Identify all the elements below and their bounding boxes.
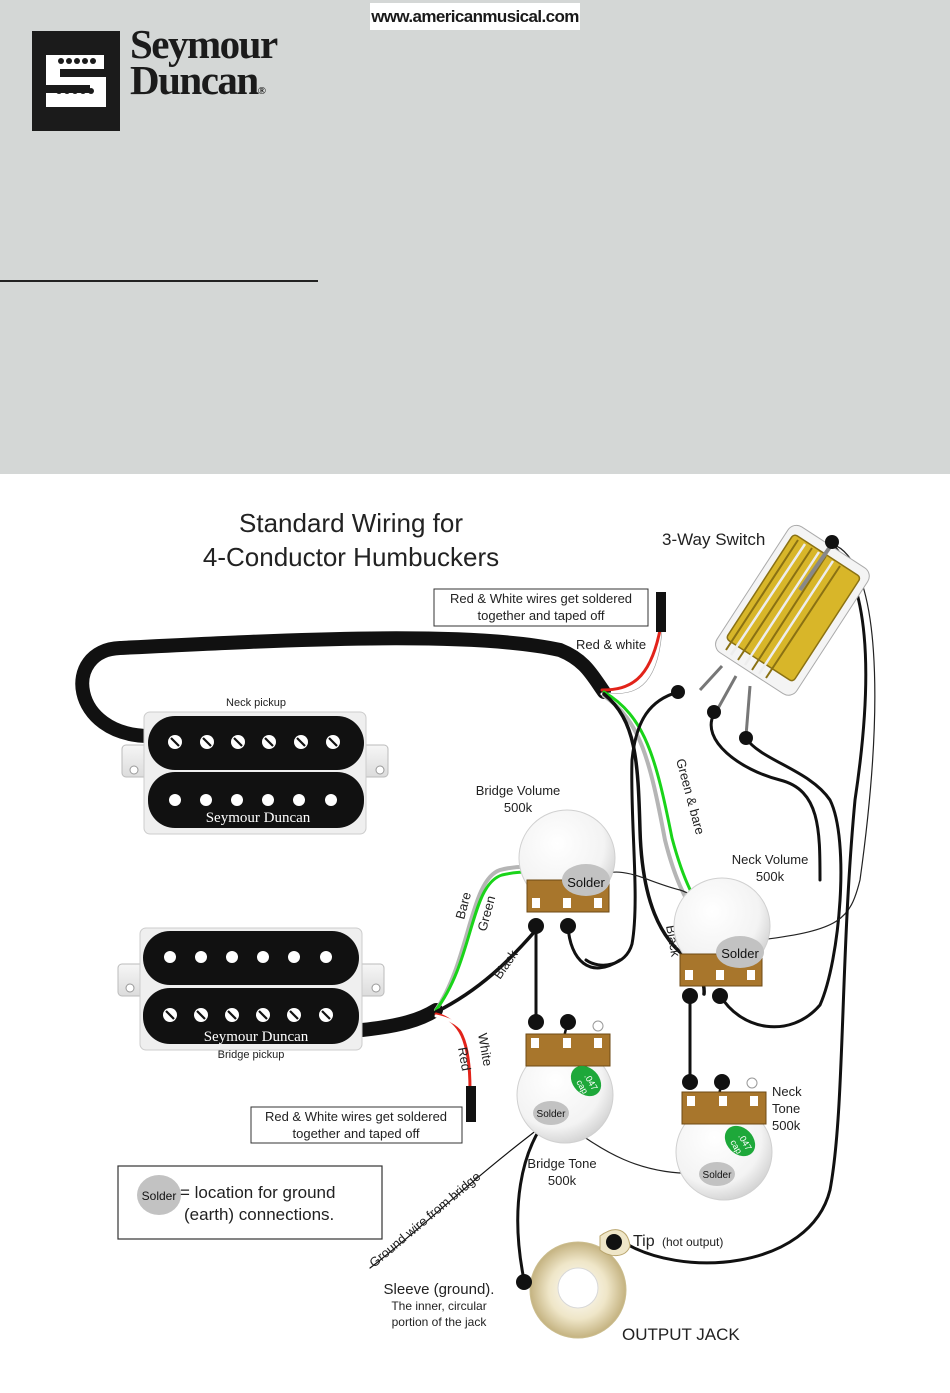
wire-label-bare: Bare — [452, 890, 474, 920]
brand-line2-text: Duncan — [130, 57, 259, 103]
registered-mark: ® — [257, 85, 266, 97]
neck-red-wire — [600, 628, 662, 692]
legend-solder-label: Solder — [142, 1189, 177, 1203]
switch-output-lug — [825, 535, 839, 549]
neck-pickup-cable — [75, 631, 611, 743]
ground-wire-label: Ground wire from bridge — [366, 1169, 483, 1271]
neck-volume-solder-label: Solder — [721, 946, 759, 961]
tape-bottom — [466, 1086, 476, 1122]
legend-line1: = location for ground — [180, 1183, 335, 1202]
neck-volume-solder — [716, 936, 764, 968]
bridge-pole-screws — [163, 951, 333, 1022]
diagram-title-line2: 4-Conductor Humbuckers — [203, 542, 499, 572]
brand-line2: Duncan® — [130, 60, 277, 109]
wire-label-red-white: Red & white — [576, 637, 646, 652]
tip-note: (hot output) — [662, 1235, 723, 1249]
neck-coil-bottom — [148, 772, 364, 828]
bridge-volume-name: Bridge Volume — [476, 783, 561, 798]
bridge-tone-name: Bridge Tone — [527, 1156, 596, 1171]
diagram-title-line1: Standard Wiring for — [239, 508, 463, 538]
neck-pickup: Seymour Duncan — [121, 711, 389, 835]
output-jack-label: OUTPUT JACK — [622, 1325, 740, 1344]
neck-tone-value: 500k — [772, 1118, 801, 1133]
note-bottom-line2: together and taped off — [293, 1126, 420, 1141]
switch-to-neck-volume-wire — [718, 736, 843, 1029]
wire-label-white: White — [475, 1032, 496, 1067]
note-top-line2: together and taped off — [478, 608, 605, 623]
header-divider — [0, 280, 318, 282]
wiring-diagram: Standard Wiring for 4-Conductor Humbucke… — [0, 474, 950, 1393]
bridge-pickup: Seymour Duncan — [117, 927, 385, 1051]
neck-tone-name2: Tone — [772, 1101, 800, 1116]
jack-sleeve-ring — [557, 1267, 599, 1309]
switch-lug-ground — [739, 731, 753, 745]
bridge-black-wire — [434, 928, 538, 1014]
brand-line1: Seymour — [130, 21, 278, 67]
neck-volume-value: 500k — [756, 869, 785, 884]
bridge-tone-capacitor — [570, 1065, 602, 1097]
wire-label-red: Red — [455, 1046, 474, 1072]
neck-volume-pot: Solder — [673, 877, 771, 1004]
bridge-tone-solder-label: Solder — [537, 1109, 567, 1120]
neck-coil-top — [148, 716, 364, 770]
tip-label: Tip — [633, 1233, 655, 1250]
bridge-tone-pot: .047 cap Solder — [516, 1014, 614, 1144]
ground-wire-from-bridge — [369, 1119, 551, 1269]
sleeve-line3: portion of the jack — [392, 1315, 488, 1329]
three-way-switch — [671, 524, 870, 745]
note-bottom-line1: Red & White wires get soldered — [265, 1109, 447, 1124]
switch-lug-neck — [707, 705, 721, 719]
neck-pickup-brand: Seymour Duncan — [206, 810, 311, 826]
tape-top — [656, 592, 666, 632]
switch-label: 3-Way Switch — [662, 530, 765, 549]
bridge-volume-solder-label: Solder — [567, 875, 605, 890]
note-top-box — [433, 588, 649, 627]
bridge-volume-solder — [562, 864, 610, 896]
neck-pole-screws — [168, 735, 340, 806]
bridge-coil-top — [143, 931, 359, 985]
neck-tone-solder-label: Solder — [703, 1170, 733, 1181]
solder-legend: Solder = location for ground (earth) con… — [117, 1165, 383, 1240]
sleeve-line2: The inner, circular — [391, 1299, 486, 1313]
neck-white-wire — [600, 628, 666, 696]
bridge-white-wire — [434, 1014, 476, 1092]
neck-tone-name: Neck — [772, 1084, 802, 1099]
seymour-duncan-logo-icon — [32, 31, 120, 131]
wire-label-green-bare: Green & bare — [673, 757, 708, 836]
bridge-pickup-brand: Seymour Duncan — [204, 1029, 309, 1045]
neck-tone-capacitor — [724, 1125, 756, 1157]
bridge-tone-solder — [533, 1101, 569, 1125]
brand-name: Seymour Duncan® — [130, 21, 278, 109]
legend-solder-icon — [137, 1175, 181, 1215]
bridge-tone-value: 500k — [548, 1173, 577, 1188]
sleeve-line1: Sleeve (ground). — [384, 1281, 495, 1298]
jack-tip-lug — [606, 1234, 622, 1250]
neck-volume-name: Neck Volume — [732, 852, 809, 867]
output-jack — [516, 1229, 631, 1339]
note-top-line1: Red & White wires get soldered — [450, 591, 632, 606]
neck-pickup-label: Neck pickup — [226, 697, 286, 709]
neck-tone-pot: .047 cap Solder — [675, 1074, 773, 1201]
note-bottom-box — [250, 1106, 463, 1144]
logo-s-icon — [46, 55, 106, 107]
switch-to-tip-wire — [618, 542, 868, 1265]
switch-lug-bridge — [671, 685, 685, 699]
jack-sleeve-lug — [516, 1274, 532, 1290]
bridge-coil-bottom — [143, 988, 359, 1044]
neck-tone-solder — [699, 1162, 735, 1186]
wiring-diagram-svg: Standard Wiring for 4-Conductor Humbucke… — [75, 508, 876, 1344]
legend-line2: (earth) connections. — [184, 1205, 334, 1224]
website-url[interactable]: www.americanmusical.com — [370, 3, 580, 30]
bridge-pickup-cable — [355, 1003, 443, 1037]
bridge-volume-pot: Solder — [518, 809, 616, 934]
header-band — [0, 0, 950, 474]
bridge-pickup-label: Bridge pickup — [218, 1049, 285, 1061]
bridge-volume-value: 500k — [504, 800, 533, 815]
